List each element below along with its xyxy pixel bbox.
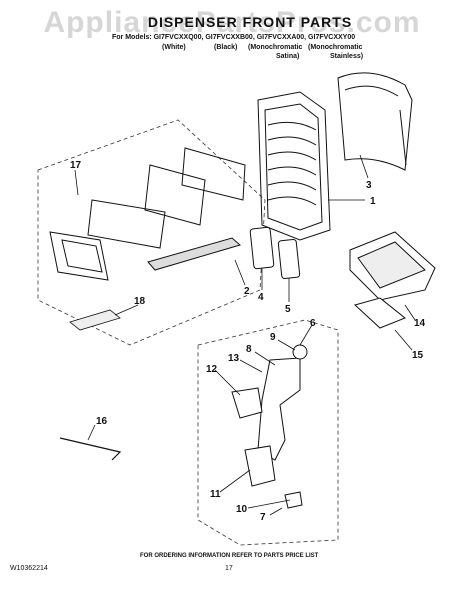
upper-assembly-boundary: [37, 119, 266, 346]
models-line: For Models: GI7FVCXXQ00, GI7FVCXXB00, GI…: [112, 34, 356, 41]
part-drip-trays: [349, 231, 436, 329]
callout-6: 6: [310, 318, 316, 329]
callout-13: 13: [228, 353, 240, 364]
part-grille-18: [69, 309, 121, 331]
part-housing: [257, 91, 331, 241]
callout-15: 15: [412, 350, 424, 361]
callouts: 1 2 3 4 5 6 7 8 9 10 11 12 13 14 15 16 1…: [70, 160, 426, 523]
callout-17: 17: [70, 160, 82, 171]
page-title: DISPENSER FRONT PARTS: [147, 14, 353, 30]
document-number: W10362214: [10, 565, 48, 572]
leader-lines: [74, 154, 416, 516]
callout-11: 11: [210, 489, 221, 500]
callout-3: 3: [366, 180, 372, 191]
callout-9: 9: [270, 332, 276, 343]
callout-2: 2: [244, 286, 250, 297]
callout-18: 18: [134, 296, 146, 307]
part-grille: [147, 237, 242, 271]
part-control-frame: [49, 147, 246, 281]
callout-4: 4: [258, 292, 264, 303]
callout-7: 7: [260, 512, 266, 523]
variant-monochromatic-stainless-line2: Stainless): [330, 53, 364, 60]
part-pads: [249, 226, 301, 280]
callout-14: 14: [414, 318, 426, 329]
callout-5: 5: [285, 304, 291, 315]
callout-16: 16: [96, 416, 108, 427]
variant-monochromatic-satina-line1: (Monochromatic: [248, 44, 303, 51]
page-number: 17: [225, 565, 233, 572]
variant-monochromatic-satina-line2: Satina): [276, 53, 300, 60]
part-wire: [59, 437, 122, 461]
variant-monochromatic-stainless-line1: (Monochromatic: [308, 44, 363, 51]
part-lever-assembly: [231, 344, 308, 509]
part-trim: [337, 72, 413, 171]
ordering-note: FOR ORDERING INFORMATION REFER TO PARTS …: [140, 553, 319, 559]
callout-1: 1: [370, 196, 376, 207]
callout-12: 12: [206, 364, 218, 375]
callout-10: 10: [236, 504, 248, 515]
variant-black: (Black): [214, 44, 238, 51]
callout-8: 8: [246, 344, 252, 355]
watermark: AppliancePartsPros.com: [43, 6, 421, 39]
variant-white: (White): [162, 44, 186, 51]
